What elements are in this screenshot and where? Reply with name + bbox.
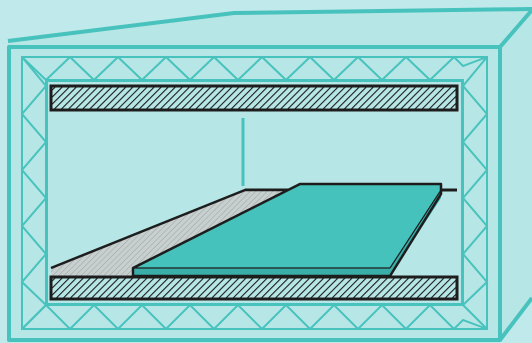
box-right-face xyxy=(500,11,532,340)
bottom-plate xyxy=(51,277,457,299)
top-plate xyxy=(51,86,457,110)
hatched-plate-icon xyxy=(51,86,457,110)
